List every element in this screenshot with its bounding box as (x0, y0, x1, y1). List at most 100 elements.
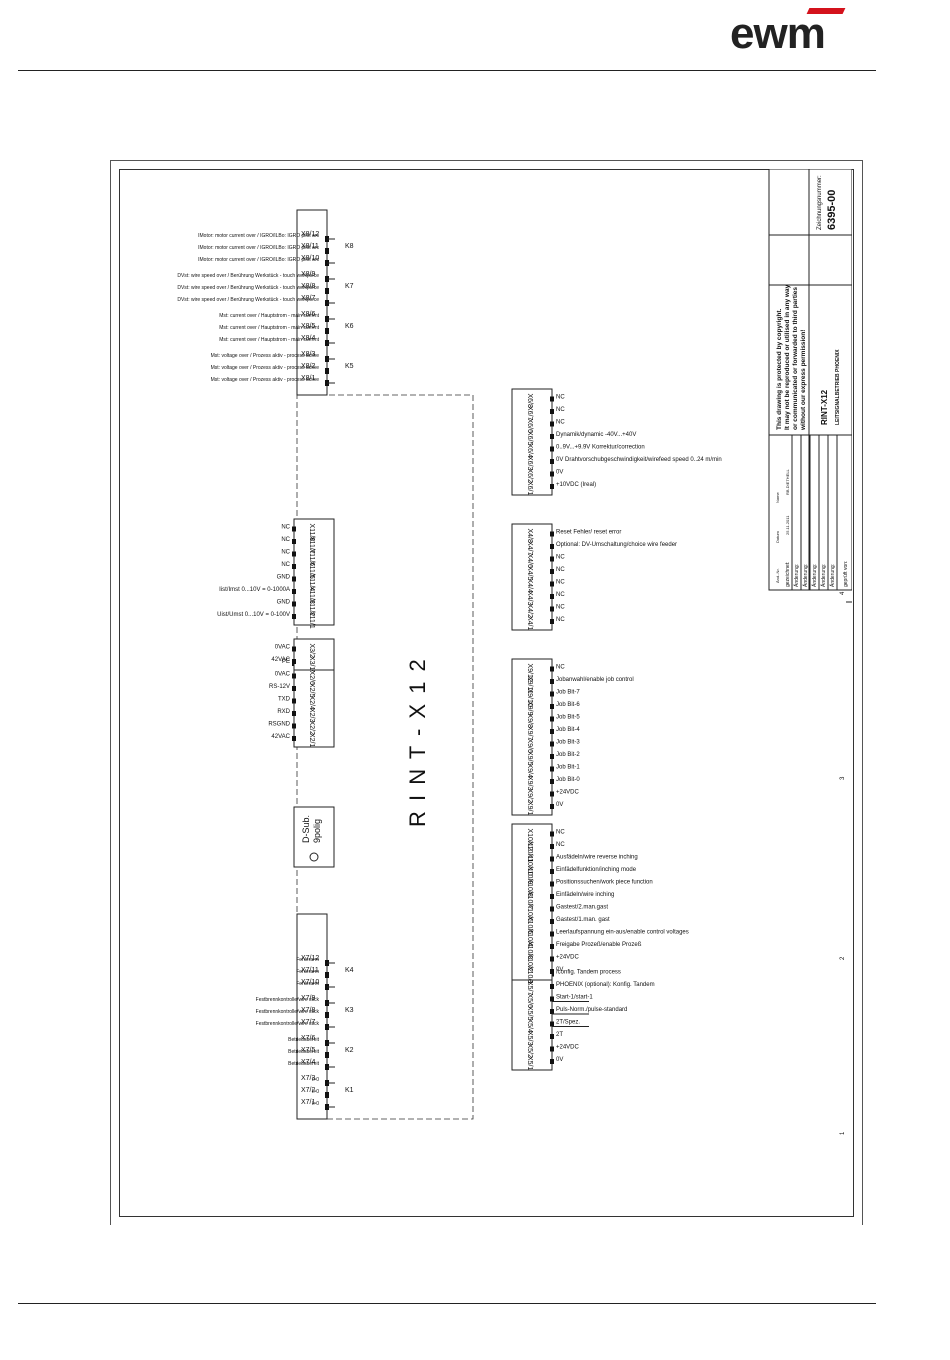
x4-pin-label: NC (556, 605, 565, 611)
x11-pin-id: X11/8 (308, 524, 315, 542)
x10-pin-marker (550, 856, 554, 862)
x5-pin-id: X5/2 (526, 1044, 533, 1059)
x9-box (511, 658, 553, 816)
x7-pin-marker (325, 1092, 329, 1098)
x2-pin-marker (292, 698, 296, 704)
ewm-logo: ewm (730, 8, 860, 60)
x2-pin-id: X2/5 (308, 683, 315, 698)
copyright-line: It may not be reproduced or utilised in … (784, 284, 791, 430)
x5-pin-marker (550, 1059, 554, 1064)
x7-pin-label: I>0 (312, 1101, 319, 1107)
x9-pin-label: Job Bit-3 (556, 740, 580, 746)
x8-pin-label: DVst: wire speed over / Berührung Werkst… (177, 285, 319, 291)
x8-relay-name: K5 (345, 363, 354, 370)
drawing-name: RINT-X12 (820, 389, 829, 425)
x9-pin-marker (550, 791, 554, 797)
x8-relay-name: K6 (345, 323, 354, 330)
revision-header: Datum (775, 531, 780, 543)
x7-pin-label: Fehlerarm (296, 969, 319, 975)
x10-pin-id: X10/6 (526, 904, 533, 922)
dsub-box (293, 806, 335, 868)
x6-pin-id: X6/5 (526, 431, 533, 446)
x9-pin-label: +24VDC (556, 790, 580, 796)
x5-pin-label: PHOENIX (optional): Konfig. Tandem (556, 982, 655, 988)
x5-pin-id: X5/3 (526, 1031, 533, 1046)
revision-row-label: Änderung: (829, 564, 836, 587)
x9-pin-marker (550, 691, 554, 697)
x6-pin-label: NC (556, 407, 565, 413)
x11-pin-id: X11/6 (308, 549, 315, 567)
x6-pin-label: NC (556, 395, 565, 401)
x2-pin-label: 42VAC (271, 734, 290, 740)
x8-pin-id: X8/5 (301, 323, 316, 330)
x10-pin-label: +24VDC (556, 955, 580, 961)
x8-relay-name: K7 (345, 283, 354, 290)
x10-pin-marker (550, 844, 554, 849)
x2-pin-marker (292, 736, 296, 741)
x6-pin-label: +10VDC (Ireal) (556, 482, 596, 488)
x2-pin-label: RS-12V (269, 684, 290, 690)
x4-pin-label: Reset Fehler/ reset error (556, 530, 621, 536)
x4-pin-id: X4/1 (526, 616, 533, 631)
revision-header: Name (775, 492, 780, 503)
x8-pin-label: Mst: voltage over / Prozess aktiv - proc… (211, 353, 320, 359)
x4-pin-id: X4/6 (526, 554, 533, 569)
x8-pin-id: X8/3 (301, 351, 316, 358)
x10-pin-label: Leerlaufspannung ein-aus/enable control … (556, 930, 689, 936)
x9-pin-marker (550, 716, 554, 722)
x7-pin-id: X7/9 (301, 995, 316, 1002)
x8-pin-id: X8/10 (301, 255, 319, 262)
x10-pin-label: 0V (556, 967, 563, 973)
x8-pin-label: Mst: current over / Hauptstrom - main cu… (219, 325, 319, 331)
x5-pin-id: X5/6 (526, 994, 533, 1009)
x8-pin-label: IMotor: motor current over / IGRO/ILBo: … (198, 245, 319, 251)
x6-pin-id: X6/1 (526, 481, 533, 496)
drawing-outer-frame (110, 160, 863, 1225)
x6-pin-label: 0V Drahtvorschubgeschwindigkeit/wirefeed… (556, 457, 722, 463)
x7-pin-label: Betriebsbereit (288, 1061, 319, 1067)
x10-pin-label: NC (556, 842, 565, 848)
x10-pin-marker (550, 869, 554, 874)
x6-pin-id: X6/3 (526, 456, 533, 471)
x8-pin-id: X8/7 (301, 295, 316, 302)
x7-pin-id: X7/3 (301, 1075, 316, 1082)
x4-pin-marker (550, 531, 554, 537)
x4-pin-marker (550, 606, 554, 612)
x3-pin-label: 0VAC (275, 645, 291, 651)
x7-pin-label: Betriebsbereit (288, 1037, 319, 1043)
x10-pin-label: Positionssuchen/work piece function (556, 880, 653, 886)
drawing-number-label: Zeichnungsnummer: (817, 175, 823, 230)
x9-pin-marker (550, 754, 554, 759)
x4-pin-id: X4/2 (526, 604, 533, 619)
x8-pin-marker (325, 248, 329, 254)
x4-pin-label: Optional: DV-Umschaltung/choice wire fee… (556, 542, 677, 548)
x5-pin-label: 0V (556, 1057, 563, 1063)
x9-pin-label: Job Bit-1 (556, 765, 580, 771)
drawing-subtitle: LEITSIGNALBETRIEB PHOENIX (835, 349, 841, 425)
x8-pin-id: X8/11 (301, 243, 319, 250)
x9-pin-marker (550, 666, 554, 672)
x10-pin-label: Gastest/1.man. gast (556, 917, 610, 923)
x2-pin-label: 0VAC (275, 672, 291, 678)
x6-pin-marker (550, 434, 554, 439)
x10-pin-id: X10/3 (526, 941, 533, 959)
x10-pin-label: Einfädelfunktion/inching mode (556, 867, 637, 873)
x10-pin-id: X10/9 (526, 866, 533, 884)
x11-pin-label: GND (277, 575, 291, 581)
dsub-label-2: 9polig (312, 819, 322, 843)
x9-pin-id: X9/10 (526, 689, 533, 707)
x9-pin-id: X9/2 (526, 789, 533, 804)
zone-number-3: 3 (840, 776, 846, 780)
x2-pin-marker (292, 686, 296, 691)
x5-pin-label: 2T/Spez. (556, 1020, 580, 1026)
x10-pin-marker (550, 956, 554, 962)
x10-pin-id: X10/8 (526, 879, 533, 897)
footer-rule (18, 1303, 876, 1304)
x11-pin-label: Iist/Imst 0...10V = 0-1000A (219, 587, 290, 593)
revision-row-label: Änderung: (802, 564, 809, 587)
x4-pin-label: NC (556, 617, 565, 623)
x8-pin-id: X8/6 (301, 311, 316, 318)
x6-pin-id: X6/6 (526, 419, 533, 434)
dsub-label-1: D-Sub. (301, 815, 311, 843)
x2-pin-marker (292, 711, 296, 716)
